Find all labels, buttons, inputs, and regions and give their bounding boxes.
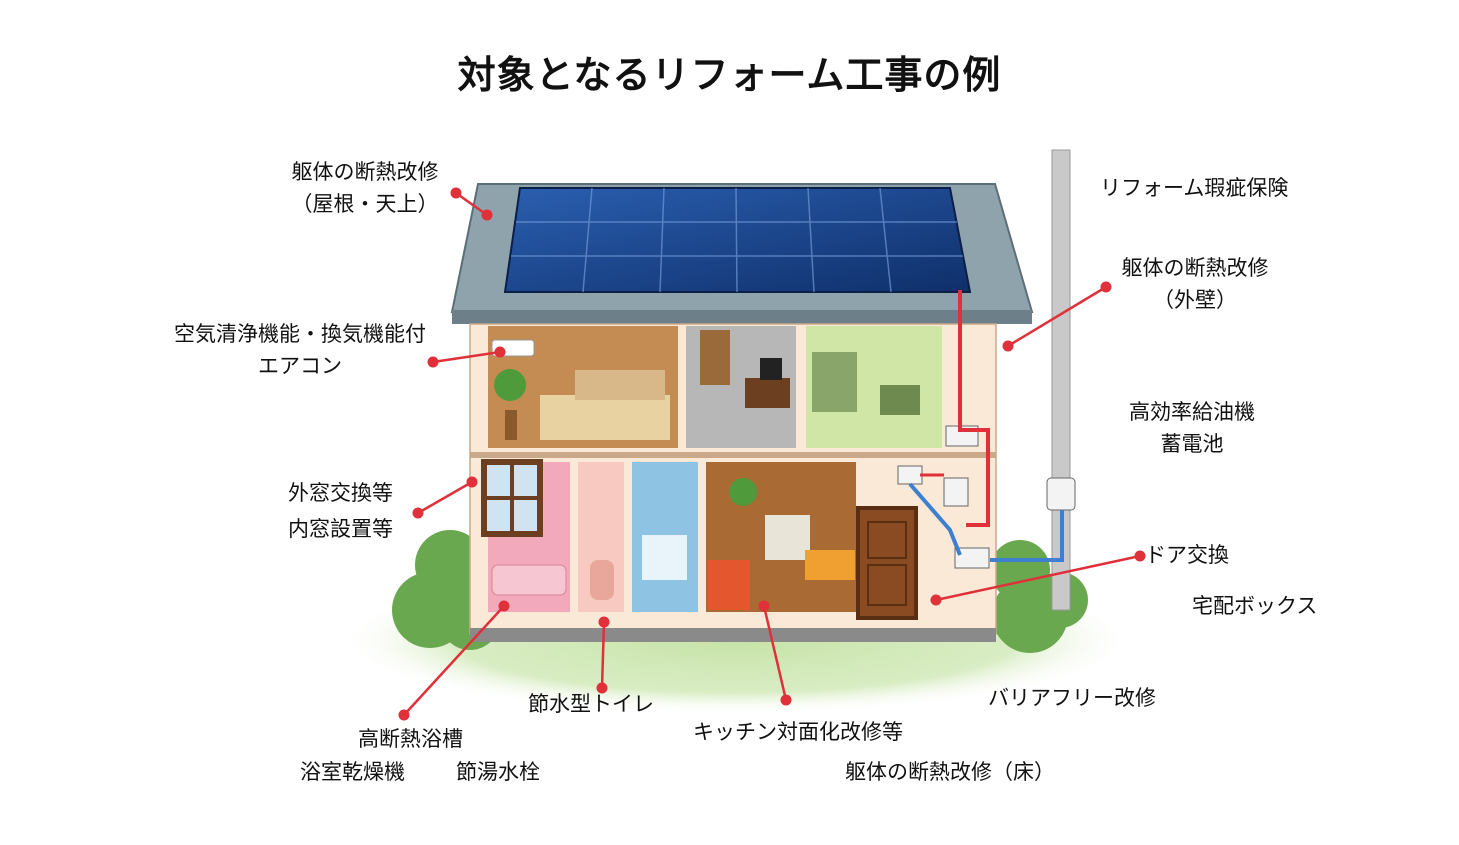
roof-eave <box>452 310 1032 324</box>
label-roof-insulation-line1: 躯体の断熱改修 <box>291 160 439 184</box>
label-barrier-free: バリアフリー改修 <box>988 686 1156 710</box>
label-boiler-line2: 蓄電池 <box>1160 432 1224 456</box>
label-faucet: 節湯水栓 <box>456 760 540 784</box>
label-boiler: 高効率給油機 蓄電池 <box>1112 396 1272 460</box>
label-aircon-line1: 空気清浄機能・換気機能付 <box>174 322 426 346</box>
callout-dots <box>398 187 1146 721</box>
label-bath: 高断熱浴槽 <box>358 727 463 751</box>
page-title: 対象となるリフォーム工事の例 <box>457 53 1002 97</box>
label-window-line1: 外窓交換等 <box>288 481 393 505</box>
label-wall-insulation-line1: 躯体の断熱改修 <box>1121 256 1269 280</box>
label-door: ドア交換 <box>1145 543 1229 567</box>
label-delivery-box: 宅配ボックス <box>1192 594 1318 618</box>
label-kitchen: キッチン対面化改修等 <box>693 720 903 744</box>
label-roof-insulation: 躯体の断熱改修 （屋根・天上） <box>270 156 460 220</box>
label-window-line2: 内窓設置等 <box>288 517 393 541</box>
label-aircon-line2: エアコン <box>258 354 342 378</box>
label-warranty: リフォーム瑕疵保険 <box>1100 176 1289 200</box>
label-bath-dryer: 浴室乾燥機 <box>300 760 405 784</box>
label-wall-insulation: 躯体の断熱改修 （外壁） <box>1100 252 1290 316</box>
delivery-box <box>954 547 990 569</box>
label-aircon: 空気清浄機能・換気機能付 エアコン <box>150 318 450 382</box>
battery-box <box>897 465 923 485</box>
label-wall-insulation-line2: （外壁） <box>1153 288 1237 312</box>
label-toilet: 節水型トイレ <box>528 692 654 716</box>
callout-lines <box>403 191 1141 716</box>
entrance-door <box>856 506 918 620</box>
solar-panel <box>503 187 972 293</box>
label-floor-insulation: 躯体の断熱改修（床） <box>845 760 1055 784</box>
label-boiler-line1: 高効率給油機 <box>1129 400 1255 424</box>
label-roof-insulation-line2: （屋根・天上） <box>291 192 439 216</box>
meter-box <box>1046 477 1076 511</box>
house-foundation <box>470 628 996 642</box>
label-window: 外窓交換等 内窓設置等 <box>288 477 393 545</box>
